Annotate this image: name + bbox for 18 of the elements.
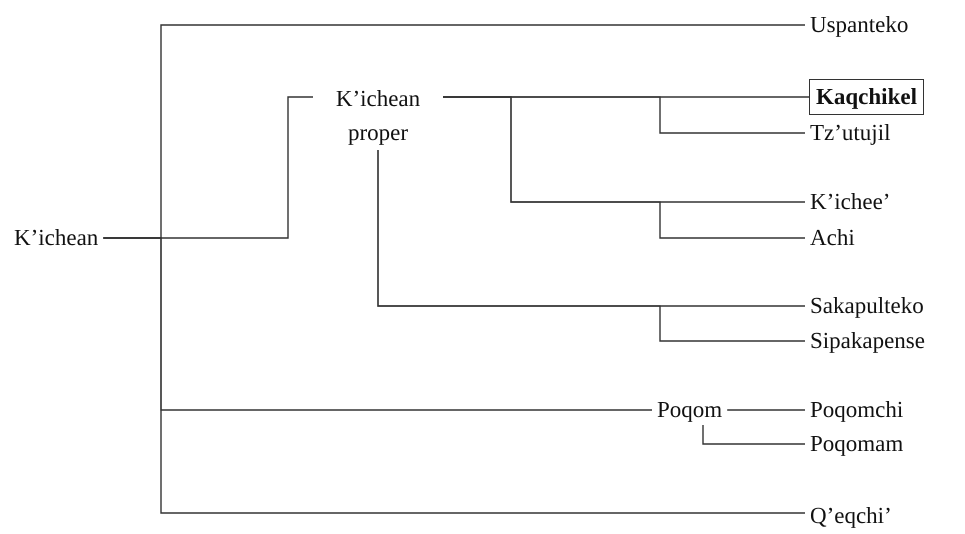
- language-label: Achi: [805, 223, 860, 253]
- language-label: Sakapulteko: [805, 291, 929, 321]
- language-label: Uspanteko: [805, 10, 914, 40]
- tree-connector: [702, 425, 805, 445]
- highlighted-language-label: Kaqchikel: [809, 79, 924, 115]
- tree-connector: [727, 409, 805, 411]
- language-label: Poqomchi: [805, 395, 908, 425]
- language-label: Sipakapense: [805, 326, 930, 356]
- tree-connector: [377, 150, 805, 342]
- language-label: K’ichee’: [805, 187, 896, 217]
- language-label: Q’eqchi’: [805, 501, 897, 531]
- language-label: Tz’utujil: [805, 118, 896, 148]
- language-label: Poqomam: [805, 429, 908, 459]
- group-label: K’ichean: [9, 223, 104, 253]
- subgroup-label: Poqom: [652, 395, 728, 425]
- tree-connector: [103, 237, 805, 514]
- tree-connector: [443, 96, 805, 239]
- subgroup-label: K’ichean proper: [313, 82, 443, 150]
